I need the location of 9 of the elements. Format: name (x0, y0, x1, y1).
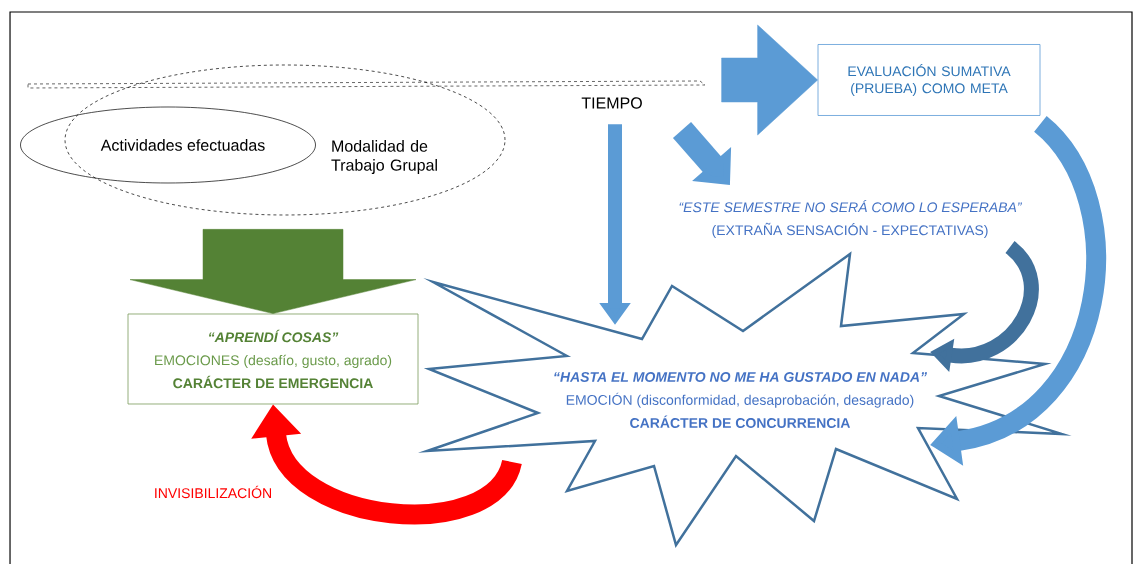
block-arrow (129, 229, 417, 314)
block-arrow (672, 122, 732, 185)
text-box: “APRENDÍ COSAS” EMOCIONES (desafío, gusto, agrado) CARÁCTER DE EMERGENCIA (127, 313, 419, 405)
edge-label: INVISIBILIZACIÓN (155, 485, 271, 499)
label-text: TIEMPO (581, 97, 642, 109)
text-box: EVALUACIÓN SUMATIVA (PRUEBA) COMO META (817, 44, 1041, 116)
block-arrow (721, 24, 818, 136)
starburst: “HASTA EL MOMENTO NO ME HA GUSTADO EN NADA” EMOCIÓN (disconformidad, desaprobación, desagrado) CARÁCTER DE CONCURRENCIA (417, 251, 1072, 548)
quote-text: “ESTE SEMESTRE NO SERÁ COMO LO ESPERABA” (EXTRAÑA SENSACIÓN - EXPECTATIVAS) (679, 200, 1023, 238)
